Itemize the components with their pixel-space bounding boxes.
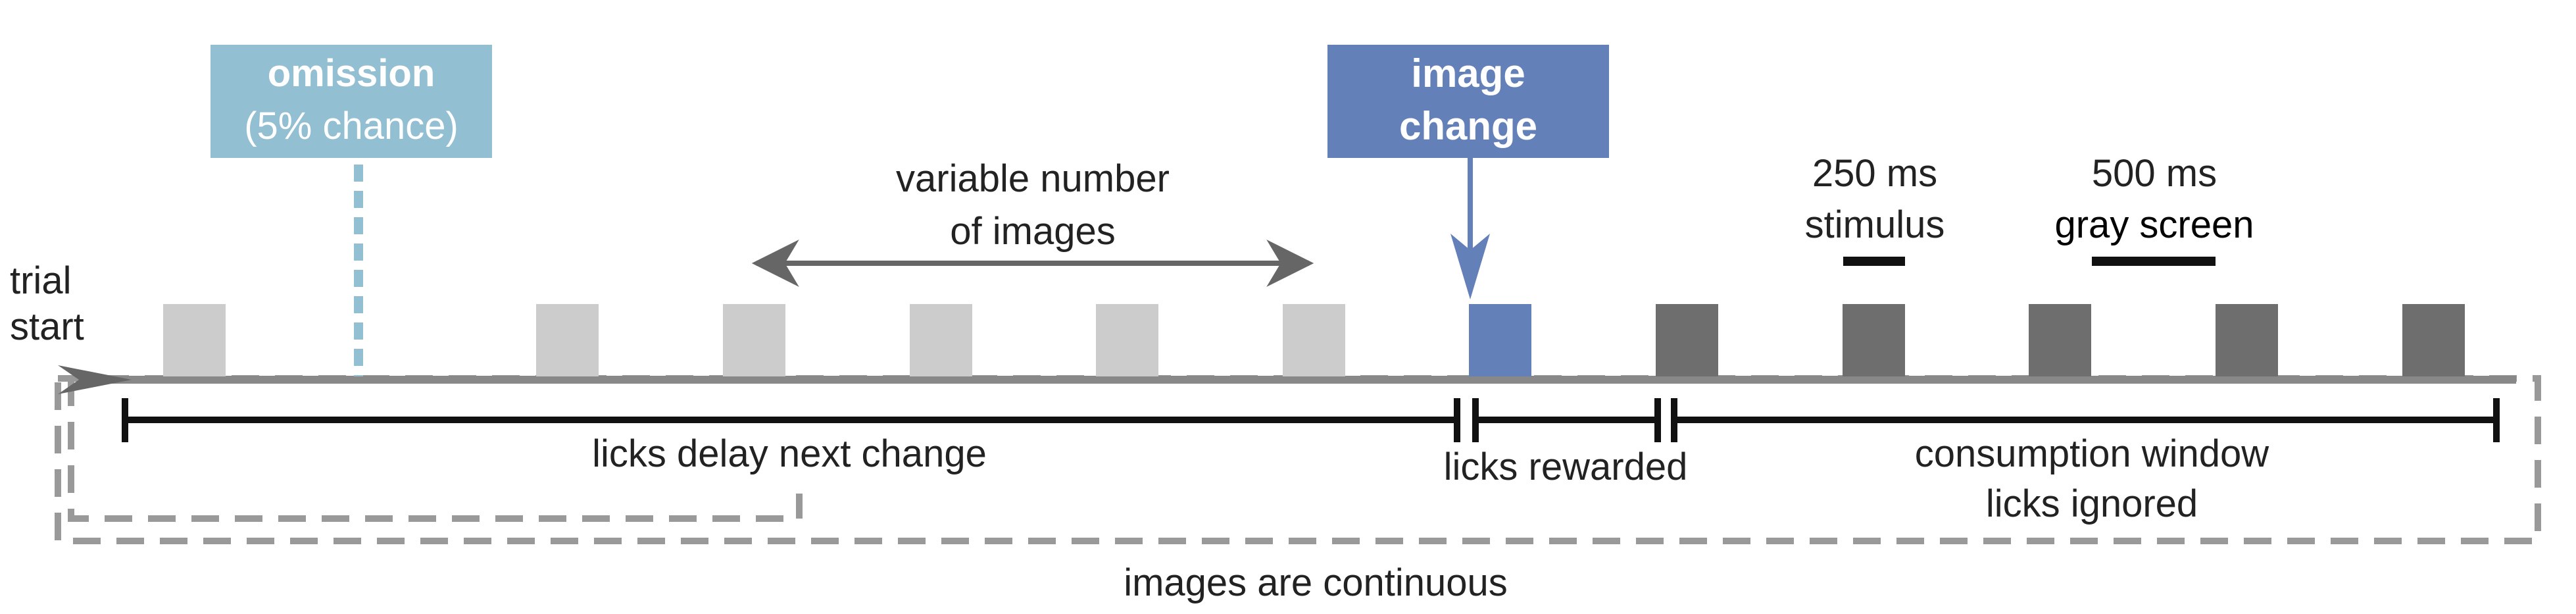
gray-screen-duration-label: 500 ms gray screen [2039,148,2269,251]
pre-change-image [536,304,599,376]
stimulus-duration-caption: stimulus [1804,203,1945,246]
image-change-box [1327,45,1609,158]
trial-start-line-1: trial [10,259,72,302]
pre-change-image [163,304,226,376]
variable-number-line-2: of images [950,210,1116,253]
variable-number-line-1: variable number [896,157,1170,200]
delay-epoch-label: licks delay next change [592,432,987,475]
stimulus-duration-value: 250 ms [1812,152,1938,195]
post-change-image [2402,304,2465,376]
post-change-image [2029,304,2091,376]
change-image [1469,304,1531,376]
stimulus-duration-label: 250 ms stimulus [1776,148,1973,251]
variable-number-label: variable number of images [835,153,1230,258]
trial-start-arrowhead [58,365,132,394]
pre-change-image [1096,304,1158,376]
omission-label: omission (5% chance) [211,47,492,153]
pre-change-image [910,304,972,376]
delay-epoch-bar [122,398,1460,442]
trial-start-label: trial start [10,258,84,350]
post-change-image [1843,304,1905,376]
gray-screen-duration-caption: gray screen [2054,203,2254,246]
pre-change-image [1283,304,1345,376]
post-change-image [1656,304,1718,376]
rewarded-epoch-bar [1472,398,1661,442]
omission-title: omission [267,52,435,95]
rewarded-epoch-label: licks rewarded [1443,446,1688,488]
consumption-window-line: consumption window [1914,432,2269,475]
omission-box [211,45,492,158]
licks-ignored-line: licks ignored [1985,482,2198,525]
gray-screen-duration-value: 500 ms [2091,152,2217,195]
consumption-epoch-bar [1671,398,2500,442]
post-change-image [2216,304,2278,376]
omission-window-outline [68,378,803,522]
continuous-images-label: images are continuous [1124,561,1508,604]
image-change-label: image change [1327,47,1609,153]
omission-chance: (5% chance) [244,105,458,147]
image-change-line-2: change [1399,104,1538,148]
image-change-line-1: image [1411,51,1525,95]
image-change-arrowhead [1450,234,1490,299]
pre-change-image [723,304,785,376]
trial-start-line-2: start [10,305,84,348]
consumption-epoch-label: consumption window licks ignored [1862,429,2322,529]
